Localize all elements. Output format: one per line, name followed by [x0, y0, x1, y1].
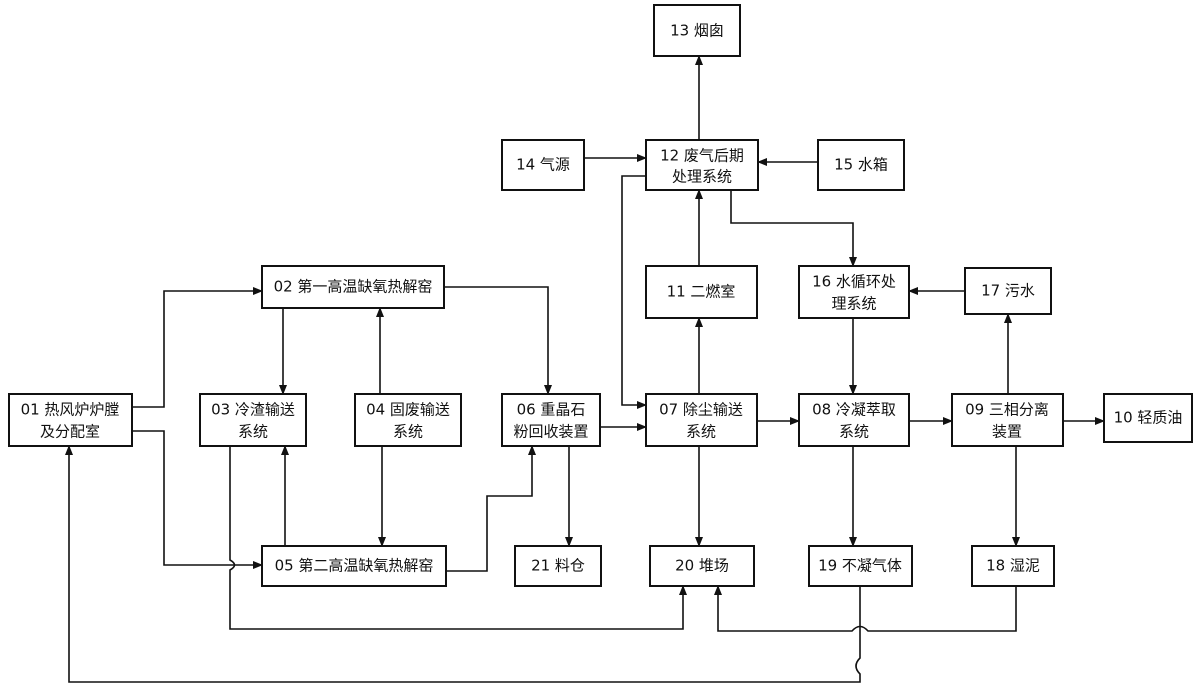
node-16-label-line2: 理系统 [831, 295, 876, 313]
node-16-label-line1: 16 水循环处 [812, 273, 896, 291]
node-10-light-oil: 10 轻质油 [1103, 393, 1193, 443]
node-09-three-phase-separator: 09 三相分离 装置 [951, 393, 1064, 447]
node-06-barite-recovery: 06 重晶石 粉回收装置 [501, 393, 601, 447]
node-01-label-line2: 及分配室 [40, 423, 100, 441]
node-04-solid-waste-conveyor: 04 固废输送 系统 [354, 393, 462, 447]
node-20-label: 20 堆场 [675, 557, 729, 575]
arrow-01-to-02 [132, 287, 263, 408]
node-20-storage-yard: 20 堆场 [649, 545, 755, 587]
node-13-chimney: 13 烟囱 [653, 4, 741, 57]
node-21-label: 21 料仓 [531, 557, 585, 575]
node-03-cold-slag-conveyor: 03 冷渣输送 系统 [199, 393, 307, 447]
node-09-label-line2: 装置 [992, 423, 1022, 441]
node-08-label-line2: 系统 [839, 423, 869, 441]
node-19-noncondensable-gas: 19 不凝气体 [808, 545, 913, 587]
node-03-label-line1: 03 冷渣输送 [211, 401, 295, 419]
node-05-label: 05 第二高温缺氧热解窑 [275, 557, 434, 575]
arrow-19-to-01 [65, 445, 861, 683]
node-12-label-line2: 处理系统 [672, 168, 732, 186]
arrow-03-to-20 [229, 446, 687, 630]
node-12-exhaust-treatment: 12 废气后期 处理系统 [645, 139, 759, 191]
node-12-label-line1: 12 废气后期 [660, 147, 744, 165]
node-14-label: 14 气源 [516, 156, 570, 174]
node-15-water-tank: 15 水箱 [817, 139, 905, 191]
node-17-label: 17 污水 [981, 282, 1035, 300]
node-18-wet-sludge: 18 湿泥 [971, 545, 1055, 587]
node-17-sewage: 17 污水 [964, 267, 1052, 315]
node-06-label-line1: 06 重晶石 [517, 401, 586, 419]
node-02-label: 02 第一高温缺氧热解窑 [274, 278, 433, 296]
node-10-label: 10 轻质油 [1114, 409, 1183, 427]
node-07-label-line1: 07 除尘输送 [659, 401, 743, 419]
node-13-label: 13 烟囱 [670, 22, 724, 40]
arrow-18-to-20 [714, 585, 1017, 632]
node-01-label-line1: 01 热风炉炉膛 [21, 401, 120, 419]
node-07-dust-removal-conveyor: 07 除尘输送 系统 [645, 393, 758, 447]
arrow-12-to-16 [730, 190, 857, 267]
node-16-water-circulation: 16 水循环处 理系统 [798, 265, 910, 319]
node-21-material-bin: 21 料仓 [514, 545, 602, 587]
node-01-hot-blast-furnace: 01 热风炉炉膛 及分配室 [8, 393, 133, 447]
node-09-label-line1: 09 三相分离 [965, 401, 1049, 419]
node-07-label-line2: 系统 [686, 423, 716, 441]
arrow-01-to-05 [132, 430, 263, 569]
node-05-second-pyrolysis-kiln: 05 第二高温缺氧热解窑 [261, 545, 447, 587]
node-11-label: 11 二燃室 [667, 283, 736, 301]
node-14-gas-source: 14 气源 [501, 139, 585, 191]
node-15-label: 15 水箱 [834, 156, 888, 174]
node-08-label-line1: 08 冷凝萃取 [812, 401, 896, 419]
arrow-05-to-06 [446, 445, 536, 572]
node-03-label-line2: 系统 [238, 423, 268, 441]
arrow-12-to-07 [621, 175, 647, 409]
node-08-condensation-extraction: 08 冷凝萃取 系统 [798, 393, 910, 447]
connectors [65, 55, 1105, 683]
node-02-first-pyrolysis-kiln: 02 第一高温缺氧热解窑 [261, 265, 445, 309]
node-04-label-line2: 系统 [393, 423, 423, 441]
arrow-02-to-06 [444, 286, 552, 395]
node-06-label-line2: 粉回收装置 [513, 423, 588, 441]
node-04-label-line1: 04 固废输送 [366, 401, 450, 419]
node-18-label: 18 湿泥 [986, 557, 1040, 575]
node-11-secondary-combustion: 11 二燃室 [645, 265, 758, 319]
node-19-label: 19 不凝气体 [818, 557, 902, 575]
